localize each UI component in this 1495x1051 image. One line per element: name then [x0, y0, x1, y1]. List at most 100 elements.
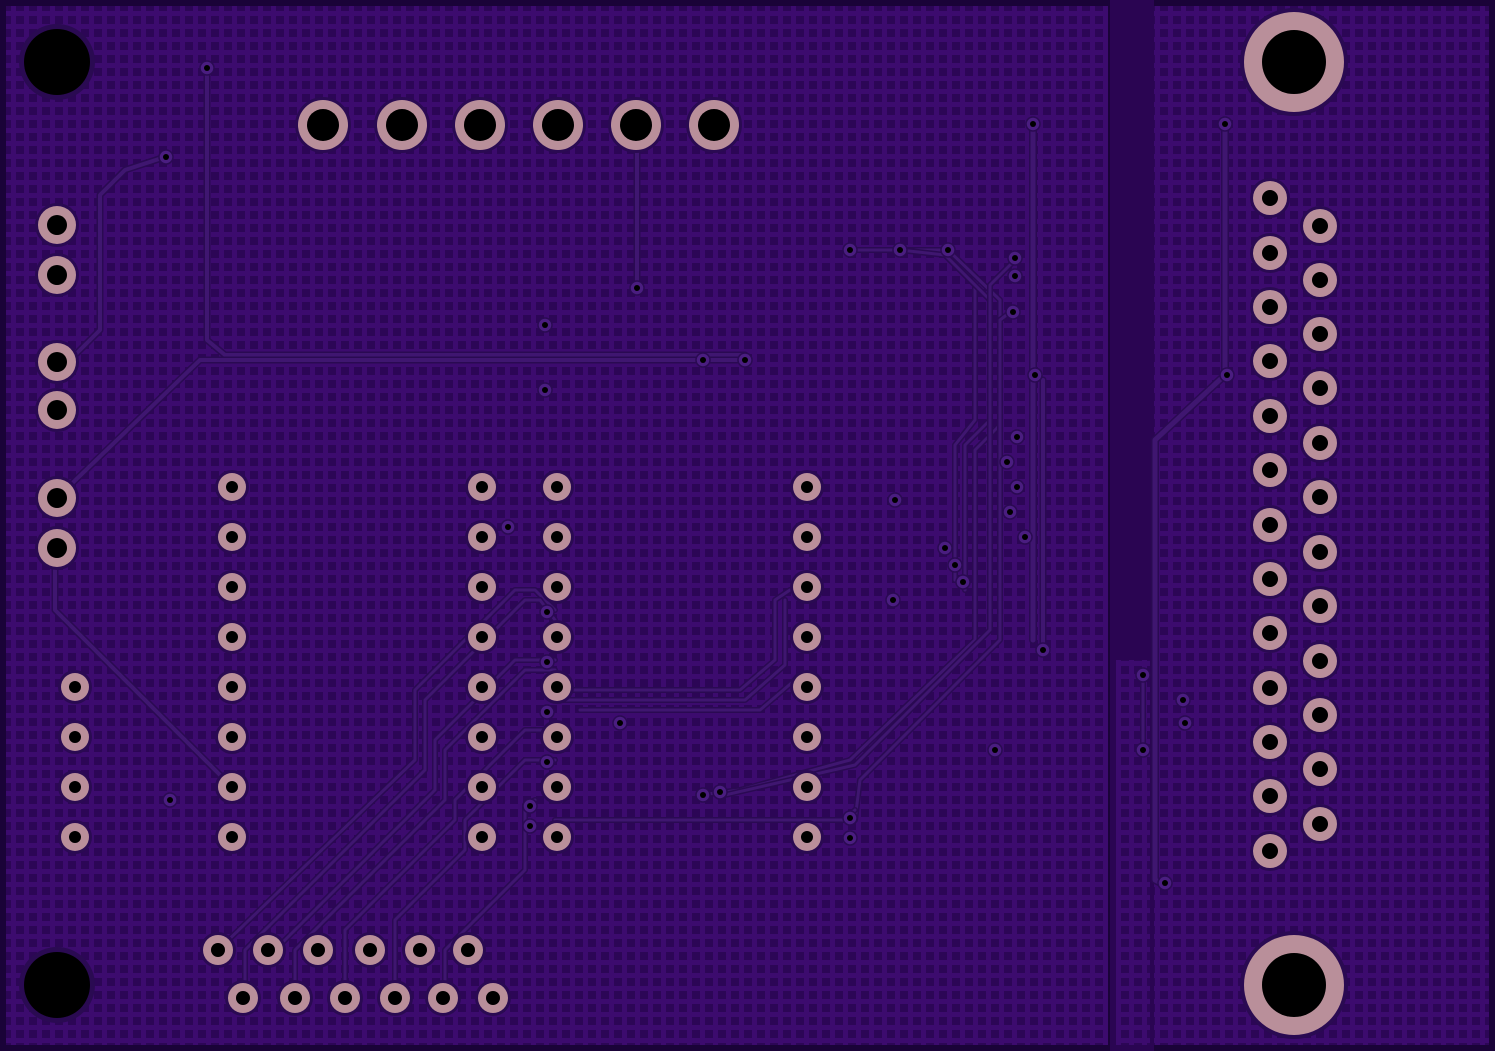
via-drill: [1222, 121, 1228, 127]
pad-drill: [801, 631, 813, 643]
pad-drill: [363, 943, 377, 957]
via-drill: [952, 562, 958, 568]
via-drill: [544, 759, 550, 765]
trace: [553, 588, 792, 692]
pad-drill: [1312, 816, 1328, 832]
pad-drill: [476, 481, 488, 493]
pad-drill: [801, 481, 813, 493]
pad-drill: [551, 631, 563, 643]
pad-drill: [226, 731, 238, 743]
pad-drill: [476, 731, 488, 743]
via-drill: [942, 545, 948, 551]
pad-drill: [226, 531, 238, 543]
trace: [243, 598, 557, 1002]
trace: [578, 678, 797, 712]
via-drill: [1224, 372, 1230, 378]
pad-drill: [801, 531, 813, 543]
via-drill: [1004, 459, 1010, 465]
via-drill: [1010, 309, 1016, 315]
via-drill: [1140, 747, 1146, 753]
pad-drill: [226, 581, 238, 593]
pad-drill: [476, 831, 488, 843]
via-drill: [1014, 484, 1020, 490]
mounting-hole: [1262, 30, 1326, 94]
pad-drill: [436, 991, 450, 1005]
pad-drill: [1312, 653, 1328, 669]
via-drill: [527, 803, 533, 809]
pad-drill: [1262, 517, 1278, 533]
pad-layer: [35, 97, 1340, 1016]
pad-drill: [801, 681, 813, 693]
pad-drill: [338, 991, 352, 1005]
via-drill: [992, 747, 998, 753]
trace: [553, 598, 787, 702]
mounting-hole-layer: [19, 8, 1348, 1039]
pad-drill: [1312, 598, 1328, 614]
pad-drill: [413, 943, 427, 957]
via-drill: [945, 247, 951, 253]
via-drill: [897, 247, 903, 253]
via-drill: [847, 247, 853, 253]
via-drill: [163, 154, 169, 160]
pad-drill: [47, 488, 67, 508]
via-drill: [890, 597, 896, 603]
pad-drill: [801, 581, 813, 593]
mounting-hole: [1262, 953, 1326, 1017]
trace: [58, 358, 747, 497]
trace: [53, 548, 232, 787]
pad-drill: [288, 991, 302, 1005]
via-drill: [1014, 434, 1020, 440]
mounting-hole: [24, 29, 90, 95]
pad-drill: [476, 581, 488, 593]
pad-drill: [476, 531, 488, 543]
pad-drill: [69, 831, 81, 843]
pad-drill: [236, 991, 250, 1005]
pad-drill: [388, 991, 402, 1005]
pad-drill: [1262, 353, 1278, 369]
pad-drill: [551, 831, 563, 843]
via-drill: [700, 792, 706, 798]
pad-drill: [551, 681, 563, 693]
via-drill: [1030, 121, 1036, 127]
via-drill: [544, 659, 550, 665]
via-drill: [1180, 697, 1186, 703]
pad-drill: [69, 681, 81, 693]
trace-layer: [51, 66, 1229, 1003]
via-drill: [617, 720, 623, 726]
pad-drill: [1262, 190, 1278, 206]
pad-drill: [551, 481, 563, 493]
via-drill: [527, 823, 533, 829]
pad-drill: [801, 831, 813, 843]
via-drill: [1162, 880, 1168, 886]
pad-drill: [69, 731, 81, 743]
pad-drill: [226, 781, 238, 793]
pad-drill: [801, 781, 813, 793]
via-drill: [1040, 647, 1046, 653]
pad-drill: [47, 538, 67, 558]
copper-fill-right: [1154, 6, 1489, 1045]
pad-drill: [47, 352, 67, 372]
pad-drill: [47, 400, 67, 420]
via-drill: [1140, 672, 1146, 678]
fill-island-upper: [1076, 6, 1108, 612]
pad-drill: [1262, 245, 1278, 261]
pad-drill: [1312, 761, 1328, 777]
pad-drill: [47, 265, 67, 285]
pad-drill: [1312, 707, 1328, 723]
via-drill: [544, 709, 550, 715]
via-drill: [892, 497, 898, 503]
pad-drill: [307, 109, 339, 141]
pad-drill: [620, 109, 652, 141]
trace: [205, 68, 747, 357]
trace: [293, 668, 557, 1002]
trace: [343, 728, 557, 1002]
pad-drill: [551, 531, 563, 543]
pad-drill: [1262, 680, 1278, 696]
via-layer: [158, 60, 1235, 891]
pad-drill: [1262, 788, 1278, 804]
via-drill: [847, 815, 853, 821]
via-drill: [847, 835, 853, 841]
via-drill: [505, 524, 511, 530]
via-drill: [700, 357, 706, 363]
via-drill: [204, 65, 210, 71]
